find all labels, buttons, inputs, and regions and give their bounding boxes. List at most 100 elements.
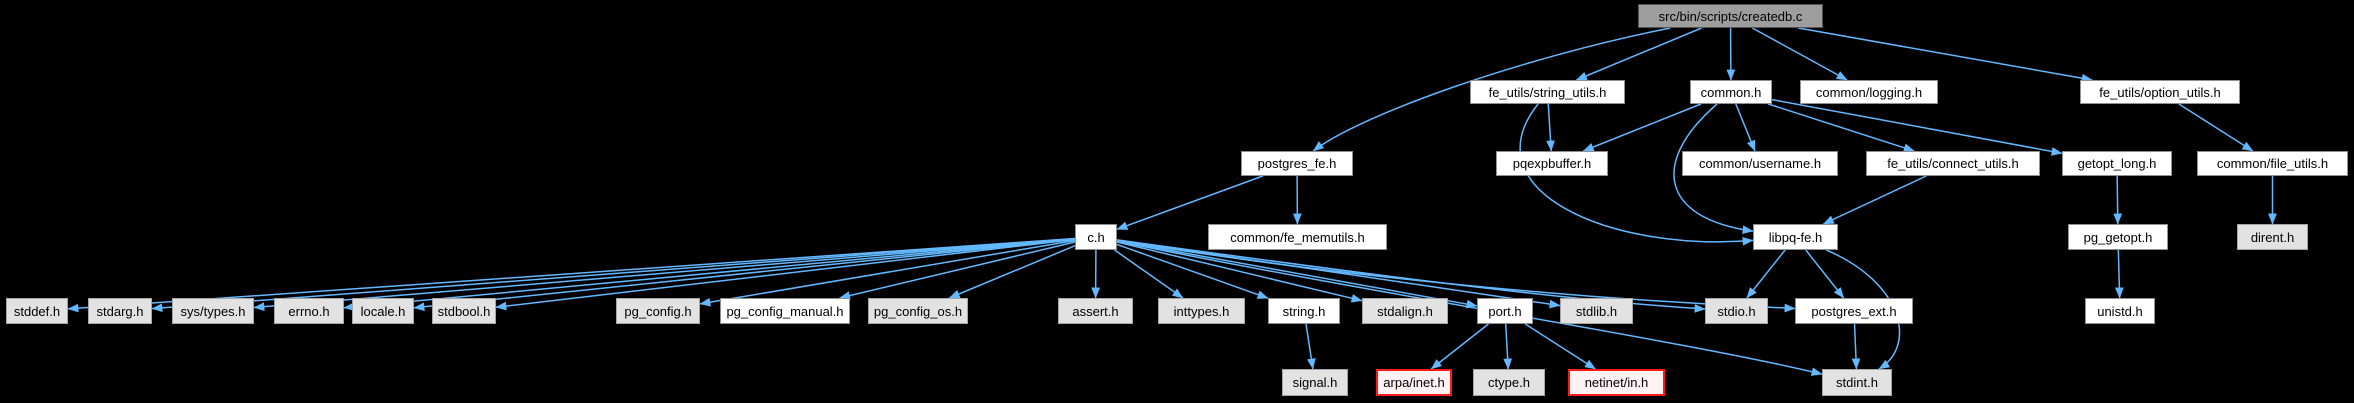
include-edge-c-inttypes — [1114, 249, 1184, 299]
include-edge-c-sys_types — [253, 238, 1076, 312]
graph-node-label: stdarg.h — [96, 303, 144, 319]
graph-node-label: common/username.h — [1698, 156, 1822, 171]
include-edge-connect_utils-libpq_fe — [1822, 175, 1927, 225]
include-edge-createdb-logging — [1752, 27, 1848, 81]
graph-node-username[interactable]: common/username.h — [1682, 151, 1838, 176]
graph-node-label: postgres_fe.h — [1257, 156, 1337, 171]
graph-node-fe_memutils[interactable]: common/fe_memutils.h — [1208, 224, 1387, 250]
graph-node-ctype[interactable]: ctype.h — [1473, 369, 1545, 396]
include-edge-createdb-option_utils — [1798, 27, 2093, 83]
graph-node-label: pqexpbuffer.h — [1512, 156, 1592, 171]
graph-node-label: getopt_long.h — [2077, 156, 2157, 171]
graph-node-label: dirent.h — [2250, 229, 2295, 245]
graph-node-label: stdbool.h — [437, 303, 491, 319]
include-edge-c-stdbool — [495, 238, 1076, 311]
graph-node-label: common/file_utils.h — [2216, 156, 2329, 171]
include-edge-c-errno — [343, 238, 1076, 312]
graph-node-stdio[interactable]: stdio.h — [1705, 298, 1768, 324]
graph-node-label: src/bin/scripts/createdb.c — [1658, 8, 1803, 24]
include-edge-createdb-postgres_fe — [1312, 27, 1671, 152]
include-edge-c-locale — [413, 238, 1076, 312]
graph-node-dirent[interactable]: dirent.h — [2237, 224, 2308, 250]
include-edge-pg_getopt-unistd — [2114, 249, 2124, 299]
include-edge-common-connect_utils — [1768, 103, 1915, 152]
graph-node-pqexpbuffer[interactable]: pqexpbuffer.h — [1496, 151, 1608, 176]
graph-node-label: string.h — [1282, 303, 1326, 319]
include-edge-getopt_long-pg_getopt — [2113, 175, 2123, 225]
graph-node-stdint[interactable]: stdint.h — [1822, 369, 1892, 396]
graph-node-inttypes[interactable]: inttypes.h — [1158, 298, 1245, 324]
graph-node-label: locale.h — [360, 303, 406, 319]
graph-node-arpa_inet[interactable]: arpa/inet.h — [1376, 369, 1452, 396]
graph-node-assert[interactable]: assert.h — [1058, 298, 1133, 324]
graph-node-stdalign[interactable]: stdalign.h — [1362, 298, 1448, 324]
include-edge-common-pqexpbuffer — [1582, 103, 1702, 152]
include-edge-string-signal — [1305, 323, 1316, 370]
include-edge-string_utils-pqexpbuffer — [1546, 103, 1555, 152]
graph-node-port[interactable]: port.h — [1477, 298, 1533, 324]
graph-node-label: assert.h — [1072, 303, 1119, 319]
graph-node-label: signal.h — [1292, 375, 1338, 390]
graph-node-libpq_fe[interactable]: libpq-fe.h — [1753, 224, 1838, 250]
graph-node-pg_getopt[interactable]: pg_getopt.h — [2068, 224, 2168, 250]
graph-node-label: unistd.h — [2097, 303, 2143, 319]
graph-node-label: fe_utils/string_utils.h — [1488, 84, 1607, 100]
graph-node-label: common/logging.h — [1815, 84, 1923, 100]
include-edge-string_utils-libpq_fe — [1519, 103, 1754, 246]
graph-node-locale[interactable]: locale.h — [352, 298, 414, 324]
graph-node-stdarg[interactable]: stdarg.h — [88, 298, 152, 324]
include-edge-libpq_fe-postgres_ext — [1805, 249, 1845, 299]
graph-node-signal[interactable]: signal.h — [1282, 369, 1348, 396]
graph-node-label: pg_config_manual.h — [726, 303, 844, 319]
include-edge-postgres_fe-c — [1116, 175, 1264, 231]
graph-node-label: c.h — [1087, 229, 1105, 245]
include-edge-libpq_fe-stdio — [1746, 249, 1786, 299]
graph-node-sys_types[interactable]: sys/types.h — [172, 298, 254, 324]
graph-node-postgres_fe[interactable]: postgres_fe.h — [1241, 151, 1353, 176]
graph-node-unistd[interactable]: unistd.h — [2085, 298, 2155, 324]
include-edge-c-pg_config — [699, 239, 1076, 307]
graph-node-label: stdint.h — [1836, 375, 1878, 390]
include-edge-c-string — [1116, 243, 1269, 299]
graph-node-label: netinet/in.h — [1584, 375, 1649, 390]
graph-node-errno[interactable]: errno.h — [274, 298, 344, 324]
graph-node-label: pg_getopt.h — [2083, 229, 2153, 245]
graph-node-stddef[interactable]: stddef.h — [6, 298, 68, 324]
graph-node-string_utils[interactable]: fe_utils/string_utils.h — [1470, 80, 1625, 104]
graph-node-label: arpa/inet.h — [1383, 375, 1445, 390]
graph-node-stdbool[interactable]: stdbool.h — [432, 298, 496, 324]
include-edge-port-netinet — [1524, 323, 1596, 370]
graph-node-pg_config[interactable]: pg_config.h — [616, 298, 700, 324]
graph-node-c[interactable]: c.h — [1075, 224, 1117, 250]
graph-node-label: stdlib.h — [1575, 303, 1618, 319]
include-edge-c-stdlib — [1116, 239, 1561, 309]
graph-node-logging[interactable]: common/logging.h — [1800, 80, 1938, 104]
graph-node-getopt_long[interactable]: getopt_long.h — [2062, 151, 2172, 176]
graph-node-pg_config_manual[interactable]: pg_config_manual.h — [720, 298, 850, 324]
include-edge-c-stddef — [67, 237, 1076, 313]
include-edge-c-stdarg — [151, 237, 1076, 313]
graph-node-option_utils[interactable]: fe_utils/option_utils.h — [2080, 80, 2240, 104]
include-edge-option_utils-file_utils — [2178, 103, 2254, 152]
graph-node-label: stddef.h — [13, 303, 61, 319]
graph-node-connect_utils[interactable]: fe_utils/connect_utils.h — [1866, 151, 2040, 176]
include-edge-port-arpa_inet — [1430, 323, 1489, 370]
graph-node-label: fe_utils/option_utils.h — [2099, 84, 2221, 100]
include-edge-c-pg_config_manual — [839, 241, 1076, 300]
graph-node-common[interactable]: common.h — [1690, 80, 1772, 104]
graph-node-stdlib[interactable]: stdlib.h — [1560, 298, 1633, 324]
include-edge-postgres_ext-stdint — [1851, 323, 1861, 370]
graph-node-postgres_ext[interactable]: postgres_ext.h — [1795, 298, 1913, 324]
include-edge-c-stdalign — [1116, 241, 1363, 303]
graph-node-file_utils[interactable]: common/file_utils.h — [2197, 151, 2348, 176]
graph-node-label: sys/types.h — [180, 303, 246, 319]
graph-node-label: common/fe_memutils.h — [1230, 229, 1365, 245]
include-edge-common-libpq_fe — [1673, 103, 1754, 235]
graph-node-string[interactable]: string.h — [1268, 298, 1340, 324]
graph-node-label: pg_config_os.h — [873, 303, 963, 319]
graph-node-pg_config_os[interactable]: pg_config_os.h — [868, 298, 968, 324]
include-edge-c-pg_config_os — [948, 245, 1076, 299]
graph-node-netinet[interactable]: netinet/in.h — [1568, 369, 1665, 396]
